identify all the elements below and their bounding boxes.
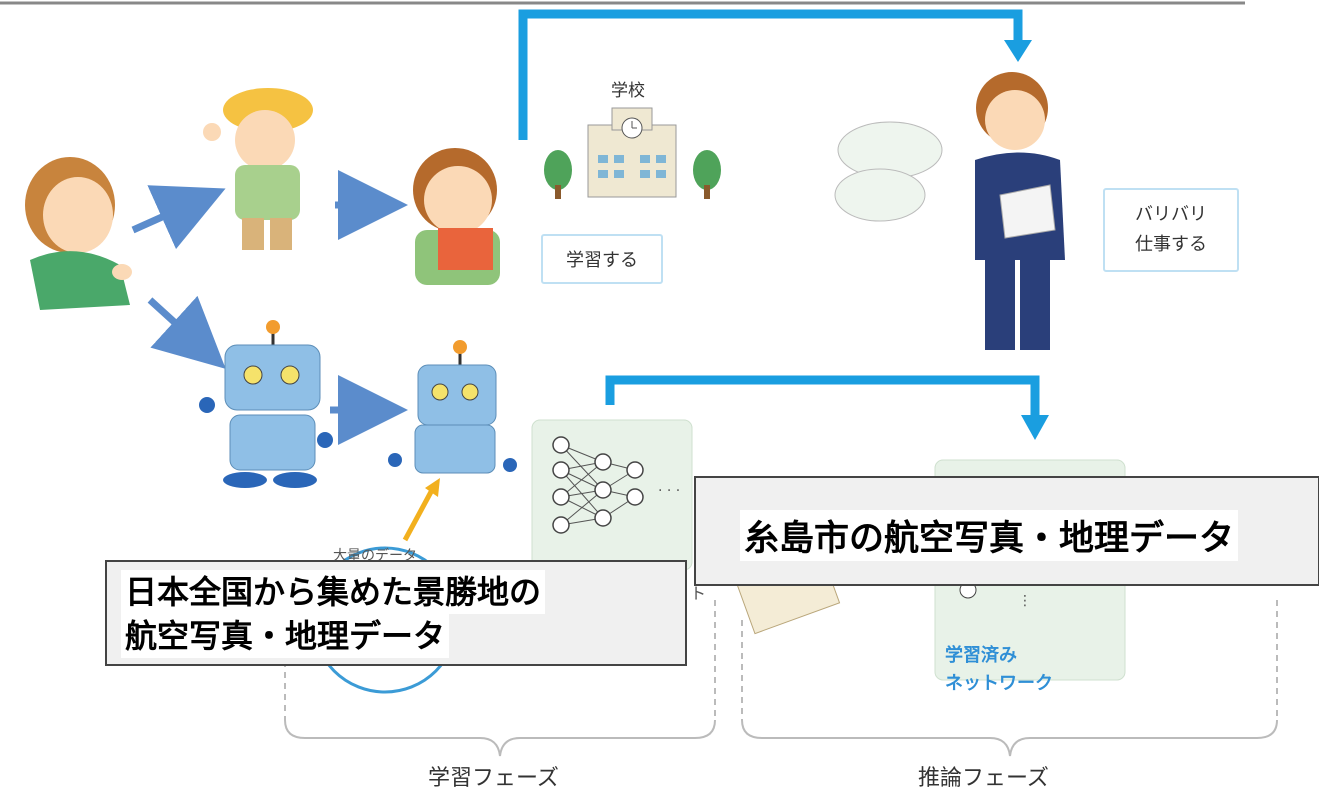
trained-network-label: 学習済み ネットワーク: [945, 642, 1053, 698]
speech-bubbles: [834, 121, 943, 222]
studying-child-illustration: [413, 148, 500, 285]
svg-text:⋮: ⋮: [1018, 593, 1032, 609]
trained-line1: 学習済み: [945, 645, 1017, 666]
nationwide-data-box: 日本全国から集めた景勝地の 航空写真・地理データ: [105, 560, 687, 666]
nationwide-data-line1: 日本全国から集めた景勝地の: [121, 570, 546, 614]
school-illustration: [544, 107, 721, 199]
child-illustration: [203, 88, 313, 250]
network-partial-label: ト: [690, 584, 707, 603]
learning-phase-label: 学習フェーズ: [428, 766, 559, 791]
businessman-illustration: [975, 72, 1065, 350]
nationwide-data-line2: 航空写真・地理データ: [121, 614, 450, 658]
neural-network-panel: · · ·: [531, 419, 693, 571]
school-label: 学校: [611, 81, 645, 101]
trained-line2: ネットワーク: [945, 673, 1053, 694]
robot-2-illustration: [388, 340, 517, 474]
work-box: バリバリ 仕事する: [1103, 188, 1239, 272]
svg-text:· · ·: · · ·: [658, 483, 680, 499]
inference-phase-bracket: [741, 600, 1278, 757]
inference-phase-label: 推論フェーズ: [918, 766, 1049, 791]
human-path-arrow: [518, 9, 1032, 140]
itoshima-data-text: 糸島市の航空写真・地理データ: [740, 510, 1239, 561]
work-box-line2: 仕事する: [1135, 234, 1207, 255]
data-feed-arrow: [402, 478, 440, 542]
flow-arrows: [131, 170, 408, 445]
study-box-label: 学習する: [566, 250, 638, 271]
study-box: 学習する: [541, 234, 663, 284]
robot-1-illustration: [199, 320, 333, 488]
ai-path-arrow: [605, 375, 1049, 440]
work-box-line1: バリバリ: [1135, 204, 1207, 225]
mother-illustration: [25, 157, 132, 310]
itoshima-data-box: 糸島市の航空写真・地理データ: [694, 476, 1319, 586]
